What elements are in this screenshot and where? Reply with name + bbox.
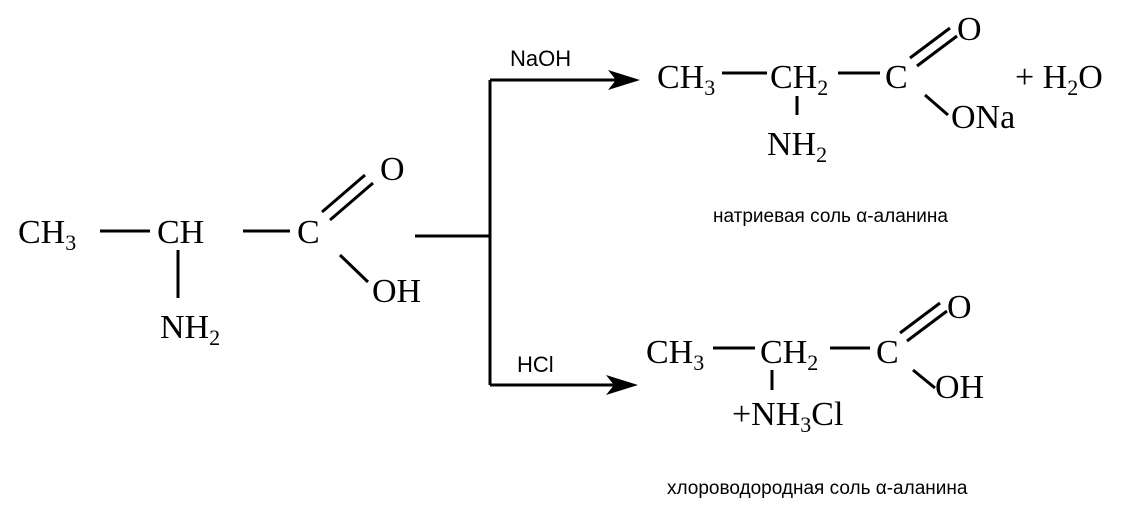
bond-c-oh — [338, 253, 370, 284]
branch-arrows: NaOH HCl — [415, 46, 640, 395]
bottom-double-bond-a — [899, 301, 941, 335]
top-c: C — [885, 59, 908, 96]
arrow-bottom-head — [606, 375, 638, 395]
top-nh2: NH2 — [767, 126, 827, 167]
reagent-hcl: HCl — [517, 352, 554, 377]
hydrochloride-salt-structure: CH3 CH2 C O OH +NH3Cl хлороводородная со… — [646, 289, 984, 499]
top-ch2: CH2 — [770, 59, 828, 100]
reactant-oh: OH — [372, 273, 421, 310]
reactant-nh2: NH2 — [160, 309, 220, 350]
bottom-c: C — [876, 334, 899, 371]
top-plus-water: + H2O — [1015, 59, 1103, 100]
reagent-naoh: NaOH — [510, 46, 571, 71]
top-double-bond-a — [909, 26, 951, 60]
top-o: O — [957, 11, 982, 48]
sodium-salt-structure: CH3 CH2 C O ONa NH2 + H2O натриевая соль… — [657, 11, 1103, 227]
top-caption: натриевая соль α-аланина — [713, 206, 948, 227]
top-bond-c-ona — [924, 93, 949, 117]
bottom-bond-c-oh — [912, 368, 936, 390]
bottom-o: O — [947, 289, 972, 326]
double-bond-b — [329, 181, 374, 222]
alanine-structure: CH3 CH C O OH NH2 — [18, 151, 421, 350]
double-bond-a — [321, 173, 366, 214]
bottom-double-bond-b — [906, 309, 948, 343]
bottom-nh3cl: +NH3Cl — [732, 396, 843, 437]
reactant-c: C — [297, 214, 320, 251]
reactant-ch3: CH3 — [18, 214, 76, 255]
top-ona: ONa — [951, 99, 1015, 136]
reactant-o: O — [380, 151, 405, 188]
bottom-oh: OH — [935, 369, 984, 406]
bottom-ch2: CH2 — [760, 334, 818, 375]
top-double-bond-b — [916, 34, 958, 68]
top-ch3: CH3 — [657, 59, 715, 100]
bottom-caption: хлороводородная соль α-аланина — [667, 478, 968, 499]
bottom-ch3: CH3 — [646, 334, 704, 375]
arrow-top-head — [608, 70, 640, 90]
reactant-ch: CH — [157, 214, 204, 251]
